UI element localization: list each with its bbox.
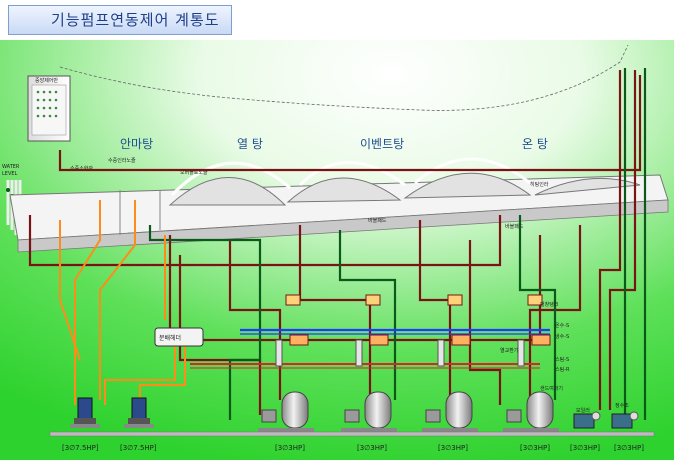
caption-pump-1: [3∅7.5HP] (62, 444, 99, 452)
control-panel: 중앙제어반 (27, 75, 71, 142)
caption-filter-3: [3∅3HP] (438, 444, 468, 452)
filter-tank-1 (258, 391, 314, 432)
filter-tank-4 (503, 391, 559, 432)
vertical-pump-2 (124, 397, 154, 428)
valve-set-4 (517, 294, 551, 367)
label-massage-right: 히팅인라 (530, 181, 549, 188)
water-level-label-1: WATER (2, 164, 20, 170)
distribution-manifold: 분배헤더 (154, 327, 204, 347)
filter-tank-3 (422, 391, 478, 432)
caption-filter-4: [3∅3HP] (520, 444, 550, 452)
caption-small-1: [3∅3HP] (570, 444, 600, 452)
floor-base (49, 431, 655, 437)
label-bubble-1: 바블패드 (368, 217, 387, 224)
label-dosing: 정수조 (615, 402, 629, 409)
filter-tank-2 (341, 391, 397, 432)
control-panel-label: 중앙제어반 (35, 77, 58, 84)
valve-set-2 (355, 294, 389, 367)
caption-pump-2: [3∅7.5HP] (120, 444, 157, 452)
label-overflow: 수중소화관 (70, 165, 93, 172)
valve-set-3 (437, 294, 471, 367)
pipe-network-darkgreen (148, 68, 647, 420)
label-nozzle: 수중인라노즐 (108, 157, 136, 164)
pipe-network-orange (59, 200, 186, 405)
zone-label-hot: 열 탕 (237, 137, 263, 151)
pump-control-diagram: 중앙제어반 WATER LEVEL 안마탕 열 탕 이벤트탕 온 탕 수중소화관… (0, 40, 674, 460)
manifold-label: 분배헤더 (159, 334, 181, 342)
label-bubble-2: 바블패드 (505, 223, 524, 230)
caption-small-2: [3∅3HP] (614, 444, 644, 452)
label-heat-supply: 온수-S (555, 323, 569, 329)
label-pressure-tank: 팽창탱크 (540, 301, 559, 308)
zone-label-massage: 안마탕 (120, 137, 153, 151)
label-heat-exchanger: 열교환기 (500, 347, 518, 354)
water-level-label-2: LEVEL (2, 171, 18, 177)
small-pump-1 (573, 411, 601, 429)
page-title: 기능펌프연동제어 계통도 (8, 5, 232, 35)
diagram-background (0, 40, 674, 460)
valve-set-1 (275, 294, 309, 367)
label-overflow-nozzle: 오버플로노즐 (180, 169, 208, 176)
label-return-1: 스팀-S (555, 356, 569, 363)
zone-label-warm: 온 탕 (522, 137, 548, 151)
label-bypass: 보일러 (576, 407, 590, 414)
caption-filter-1: [3∅3HP] (275, 444, 305, 452)
label-cold-supply: 냉수-S (555, 333, 569, 340)
label-return-2: 스팀-R (555, 366, 570, 373)
small-pump-2 (611, 411, 639, 429)
caption-filter-2: [3∅3HP] (357, 444, 387, 452)
vertical-pump-1 (70, 397, 100, 428)
zone-label-event: 이벤트탕 (360, 137, 404, 151)
pipe-network-darkred (28, 70, 642, 415)
label-sand-filter: 샌드여과기 (540, 385, 563, 392)
